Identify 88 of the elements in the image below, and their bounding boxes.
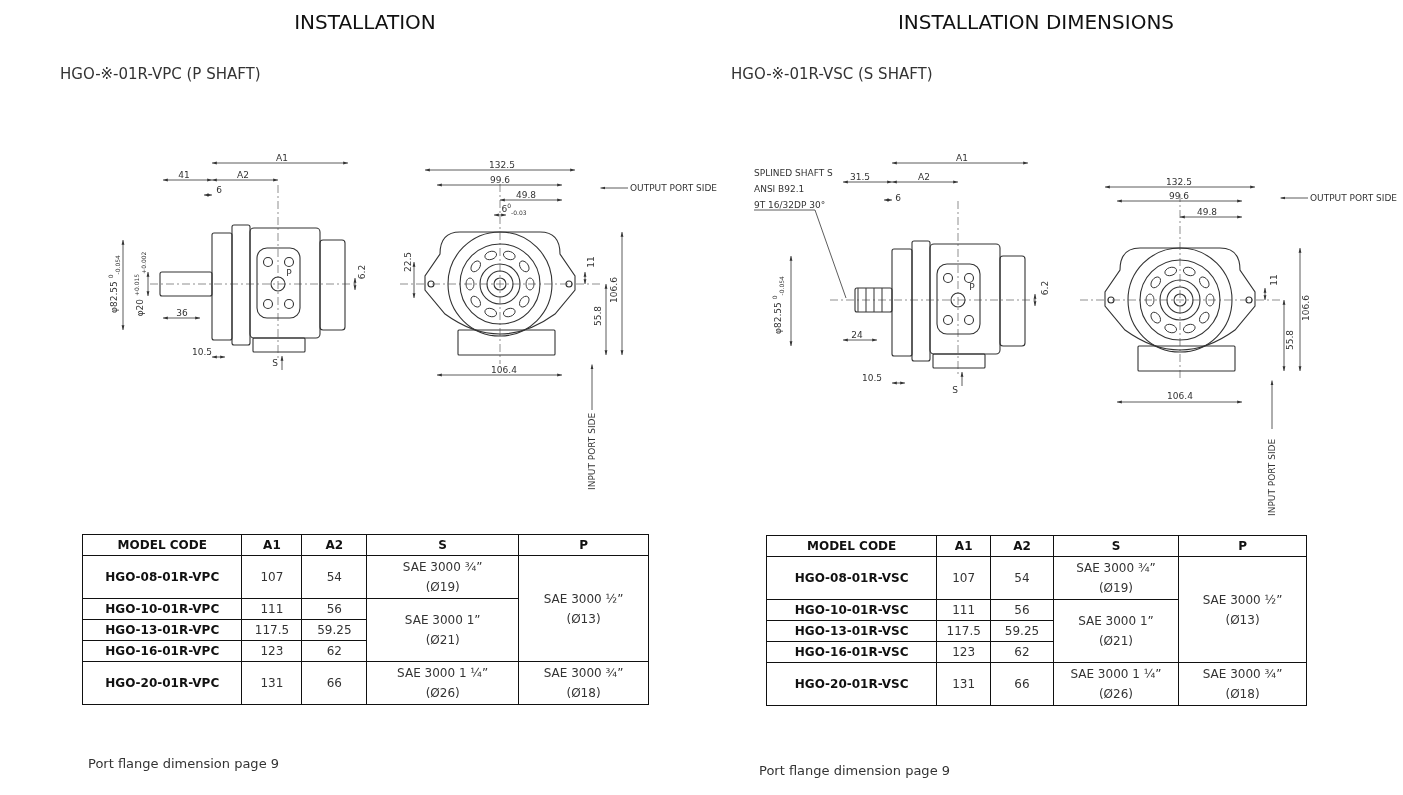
dimension-value: 106.6 <box>1301 295 1311 321</box>
dimension-value: 132.5 <box>489 160 515 170</box>
column-header: A2 <box>990 535 1054 557</box>
column-header: S <box>366 534 519 556</box>
dimension-value: 10.5 <box>862 373 882 383</box>
table-cell: 66 <box>301 661 367 705</box>
dimension-value: 31.5 <box>850 172 870 182</box>
row-header: HGO-08-01R-VSC <box>766 556 937 600</box>
pump-front-view-drawing <box>399 183 601 365</box>
footnote: Port flange dimension page 9 <box>759 763 951 778</box>
table-cell: SAE 3000 1 ¼” (Ø26) <box>366 661 519 705</box>
subheading: HGO-※-01R-VSC (S SHAFT) <box>731 65 933 83</box>
column-header: A2 <box>301 534 367 556</box>
row-header: HGO-13-01R-VPC <box>82 619 242 641</box>
callout-text: INPUT PORT SIDE <box>1264 438 1280 516</box>
dimension-value: 49.8 <box>516 190 536 200</box>
table-cell: 131 <box>936 662 991 706</box>
dimension-value: A1 <box>956 153 968 163</box>
table-cell: 123 <box>242 640 302 662</box>
table-cell: 117.5 <box>936 620 991 642</box>
table-cell: SAE 3000 ¾” (Ø18) <box>1178 662 1307 706</box>
dimension-value: 106.6 <box>609 277 619 303</box>
table-cell: SAE 3000 ¾” (Ø19) <box>366 555 519 599</box>
dimension-value: 99.6 <box>1169 191 1189 201</box>
column-header: A1 <box>936 535 991 557</box>
footnote: Port flange dimension page 9 <box>88 756 280 771</box>
dimension-value: S <box>272 358 278 368</box>
pump-front-view-drawing <box>1079 193 1281 381</box>
table-cell: 111 <box>242 598 302 620</box>
table-cell: 111 <box>936 599 991 621</box>
row-header: HGO-10-01R-VPC <box>82 598 242 620</box>
table-cell: SAE 3000 ¾” (Ø18) <box>518 661 649 705</box>
table-cell: SAE 3000 ½” (Ø13) <box>1178 556 1307 663</box>
row-header: HGO-10-01R-VSC <box>766 599 937 621</box>
column-header: S <box>1053 535 1179 557</box>
table-cell: 123 <box>936 641 991 663</box>
row-header: HGO-16-01R-VPC <box>82 640 242 662</box>
callout-text: INPUT PORT SIDE <box>584 412 600 490</box>
dimension-value: 49.8 <box>1197 207 1217 217</box>
column-header: MODEL CODE <box>766 535 937 557</box>
table-cell: 66 <box>990 662 1054 706</box>
callout-text: OUTPUT PORT SIDE <box>630 180 717 196</box>
table-cell: 107 <box>936 556 991 600</box>
dimension-value: 132.5 <box>1166 177 1192 187</box>
dimension-value: P <box>286 268 292 278</box>
table-cell: 54 <box>990 556 1054 600</box>
row-header: HGO-13-01R-VSC <box>766 620 937 642</box>
dimension-value: A2 <box>237 170 249 180</box>
table-cell: 117.5 <box>242 619 302 641</box>
table-cell: 107 <box>242 555 302 599</box>
dimension-value: A1 <box>276 153 288 163</box>
heading: INSTALLATION DIMENSIONS <box>897 10 1175 34</box>
dimension-value: 22.5 <box>403 252 413 272</box>
callout-text: SPLINED SHAFT S ANSI B92.1 9T 16/32DP 30° <box>754 165 833 213</box>
leader-line <box>753 209 847 299</box>
row-header: HGO-16-01R-VSC <box>766 641 937 663</box>
dimension-value: 6 <box>895 193 901 203</box>
dimension-value: 36 <box>176 308 188 318</box>
dimension-value: P <box>969 282 975 292</box>
column-header: MODEL CODE <box>82 534 242 556</box>
callout-text: OUTPUT PORT SIDE <box>1310 190 1397 206</box>
column-header: P <box>518 534 649 556</box>
table-cell: 131 <box>242 661 302 705</box>
table-cell: SAE 3000 1 ¼” (Ø26) <box>1053 662 1179 706</box>
dimension-value: 6.2 <box>1040 280 1050 296</box>
heading: INSTALLATION <box>294 10 436 34</box>
dimension-value: 6 <box>216 185 222 195</box>
table-cell: 56 <box>301 598 367 620</box>
column-header: P <box>1178 535 1307 557</box>
table-cell: 56 <box>990 599 1054 621</box>
row-header: HGO-20-01R-VPC <box>82 661 242 705</box>
dimension-value: 11 <box>586 256 596 268</box>
table-cell: SAE 3000 ½” (Ø13) <box>518 555 649 662</box>
table-cell: 54 <box>301 555 367 599</box>
table-cell: SAE 3000 ¾” (Ø19) <box>1053 556 1179 600</box>
dimension-value: 11 <box>1269 274 1279 286</box>
subheading: HGO-※-01R-VPC (P SHAFT) <box>60 65 261 83</box>
dimension-value: A2 <box>918 172 930 182</box>
dimension-value: 41 <box>178 170 190 180</box>
dimension-value: S <box>952 385 958 395</box>
column-header: A1 <box>242 534 302 556</box>
dimension-value: 6.2 <box>357 264 367 280</box>
row-header: HGO-08-01R-VPC <box>82 555 242 599</box>
dimension-value: 106.4 <box>1167 391 1193 401</box>
dimension-value: 55.8 <box>593 306 603 326</box>
row-header: HGO-20-01R-VSC <box>766 662 937 706</box>
dimension-value: 24 <box>851 330 863 340</box>
dimension-value: 10.5 <box>192 347 212 357</box>
